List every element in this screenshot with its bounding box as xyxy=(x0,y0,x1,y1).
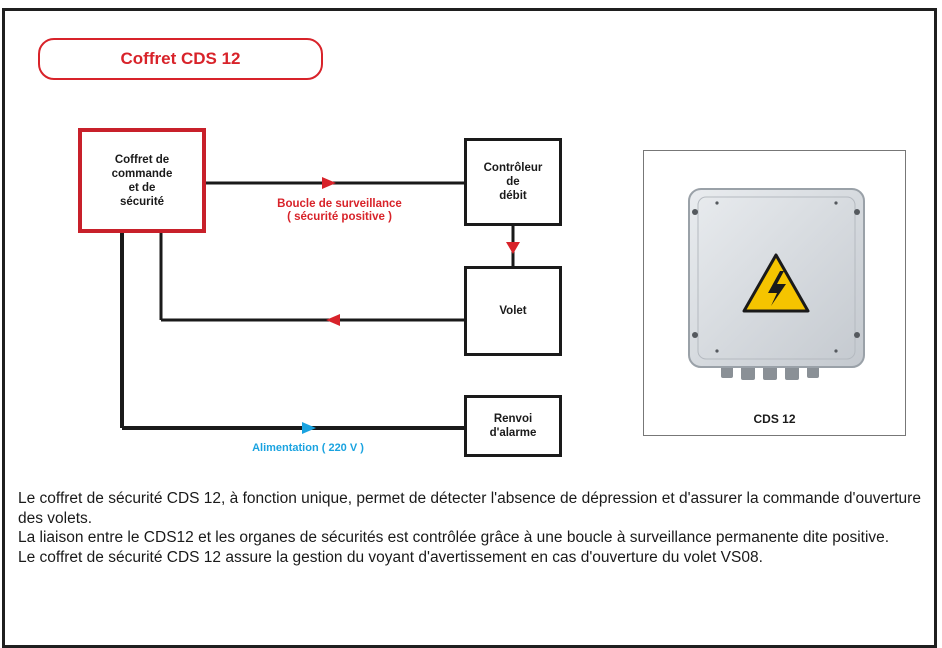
description-text: Le coffret de sécurité CDS 12, à fonctio… xyxy=(18,489,923,567)
cds12-box-illustration xyxy=(688,188,865,380)
description-paragraph-3: Le coffret de sécurité CDS 12 assure la … xyxy=(18,548,763,566)
page-title: Coffret CDS 12 xyxy=(120,49,241,68)
product-photo xyxy=(643,150,906,436)
node-controleur-label: Contrôleur de débit xyxy=(483,162,543,202)
node-volet-label: Volet xyxy=(499,305,527,317)
node-coffret-commande: Coffret de commande et de sécurité xyxy=(78,128,206,233)
photo-caption: CDS 12 xyxy=(753,412,796,426)
node-coffret-label: Coffret de commande et de sécurité xyxy=(111,153,173,208)
title-pill: Coffret CDS 12 xyxy=(38,38,323,80)
arrow-down-red xyxy=(506,242,520,254)
arrow-right-red xyxy=(322,177,336,189)
label-alimentation: Alimentation ( 220 V ) xyxy=(252,442,364,454)
node-renvoi-alarme: Renvoi d'alarme xyxy=(464,395,562,457)
description-paragraph-2: La liaison entre le CDS12 et les organes… xyxy=(18,529,890,546)
label-boucle-surveillance: Boucle de surveillance ( sécurité positi… xyxy=(252,198,427,224)
label-boucle-line1: Boucle de surveillance xyxy=(277,198,402,210)
high-voltage-warning-icon xyxy=(742,253,810,313)
description-paragraph-1: Le coffret de sécurité CDS 12, à fonctio… xyxy=(18,490,921,527)
node-renvoi-label: Renvoi d'alarme xyxy=(489,413,537,439)
node-volet: Volet xyxy=(464,266,562,356)
screws xyxy=(692,201,860,353)
arrow-left-red xyxy=(326,314,340,326)
node-controleur-debit: Contrôleur de débit xyxy=(464,138,562,226)
arrow-right-blue xyxy=(302,422,316,434)
label-boucle-line2: ( sécurité positive ) xyxy=(287,211,392,223)
